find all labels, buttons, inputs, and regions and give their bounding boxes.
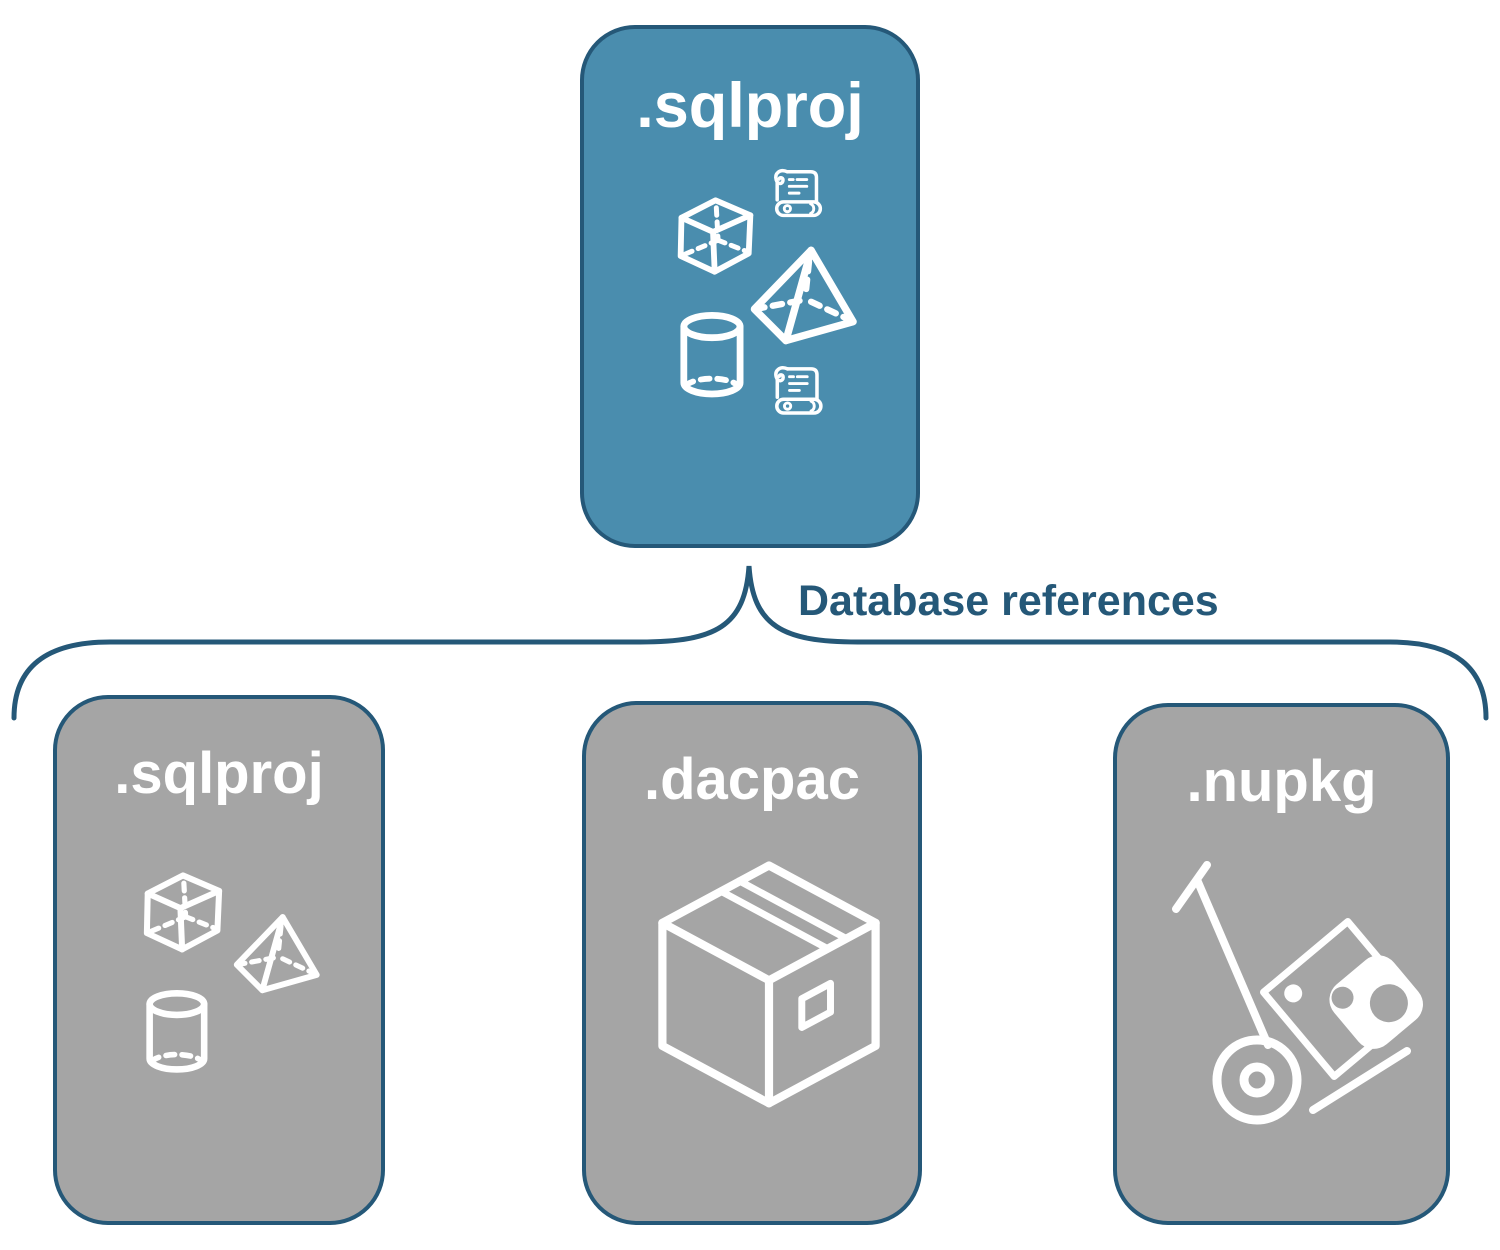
cube-icon — [681, 200, 751, 271]
child-node-label: .dacpac — [644, 747, 860, 812]
cube-icon — [147, 875, 219, 949]
sql-objects-icon-cluster — [115, 854, 339, 1089]
node-sqlproj-root: .sqlproj — [580, 25, 920, 548]
pyramid-icon — [237, 917, 317, 990]
cylinder-icon — [150, 993, 205, 1069]
node-nupkg: .nupkg — [1113, 703, 1450, 1225]
cylinder-icon — [684, 315, 740, 394]
node-dacpac: .dacpac — [582, 701, 922, 1225]
sql-objects-icon-cluster — [642, 168, 904, 415]
brace-connector — [11, 565, 1489, 721]
connector-label: Database references — [798, 577, 1219, 625]
scroll-icon — [774, 366, 823, 415]
nuget-hand-truck-icon — [1167, 857, 1447, 1137]
node-sqlproj-child: .sqlproj — [53, 695, 385, 1225]
child-node-label: .nupkg — [1186, 749, 1377, 814]
pyramid-icon — [754, 250, 853, 340]
root-node-label: .sqlproj — [636, 71, 864, 141]
scroll-icon — [774, 168, 823, 218]
child-node-label: .sqlproj — [114, 741, 324, 806]
package-box-icon — [644, 843, 894, 1133]
